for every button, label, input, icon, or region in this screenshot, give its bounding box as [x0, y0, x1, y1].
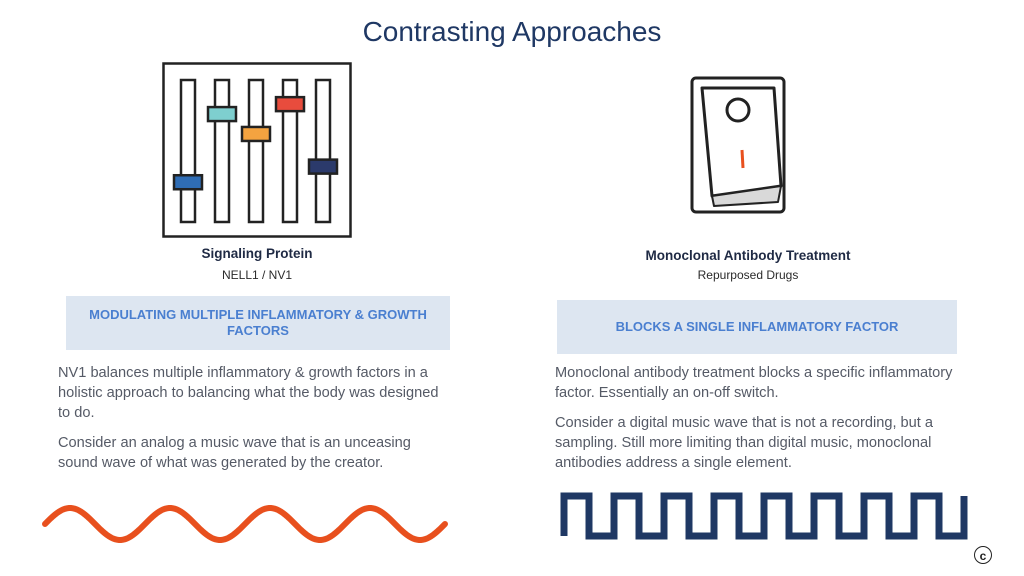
copyright-icon: c	[974, 546, 992, 564]
switch-on-mark	[740, 149, 745, 169]
signaling-protein-label: Signaling Protein	[201, 246, 313, 261]
slider-knob	[240, 125, 272, 143]
page-title: Contrasting Approaches	[362, 16, 662, 47]
slider-knob	[274, 95, 306, 113]
right-banner: BLOCKS A SINGLE INFLAMMATORY FACTOR	[557, 300, 957, 354]
nell1-subtitle: NELL1 / NV1	[221, 268, 293, 282]
right-paragraph-2: Consider a digital music wave that is no…	[555, 415, 934, 471]
monoclonal-label: Monoclonal Antibody Treatment	[645, 248, 851, 263]
right-paragraph-1: Monoclonal antibody treatment blocks a s…	[555, 365, 953, 401]
rocker-switch-icon	[690, 76, 786, 214]
slider-track	[314, 78, 332, 224]
slider-track	[179, 78, 197, 224]
left-paragraph-1: NV1 balances multiple inflammatory & gro…	[58, 365, 439, 421]
digital-square-wave	[560, 492, 968, 540]
slider-knob	[307, 158, 339, 175]
slider-track	[247, 78, 265, 224]
slider-track	[213, 78, 231, 224]
analog-wave	[42, 505, 448, 543]
left-paragraph-2: Consider an analog a music wave that is …	[58, 435, 411, 471]
slider-knob	[206, 105, 238, 123]
repurposed-drugs-subtitle: Repurposed Drugs	[697, 268, 799, 282]
left-body: NV1 balances multiple inflammatory & gro…	[58, 363, 454, 483]
left-banner: MODULATING MULTIPLE INFLAMMATORY & GROWT…	[66, 296, 450, 350]
mixer-sliders-icon	[162, 62, 352, 238]
slider-track	[281, 78, 299, 224]
right-body: Monoclonal antibody treatment blocks a s…	[555, 363, 955, 483]
slider-knob	[172, 173, 204, 191]
